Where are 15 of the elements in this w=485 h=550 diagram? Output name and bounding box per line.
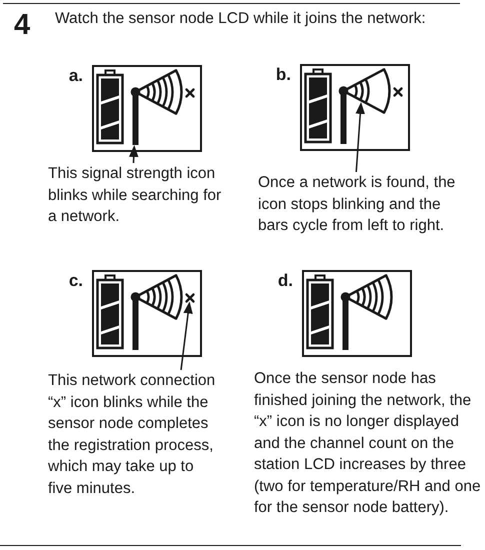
- caption-text: Once the sensor node has finished joining the network, the “x” icon is no longer displayed and the channel count on the station LCD increases by three (two for temperature/RH and one for the sensor node battery).: [254, 369, 482, 518]
- cross-icon: [185, 293, 195, 303]
- panel-letter: c.: [68, 271, 83, 291]
- leader-arrow: [129, 145, 138, 164]
- signal-bars-icon: [354, 78, 370, 104]
- callout-text: This signal strength icon blinks while searching for a network.: [48, 163, 228, 228]
- panel-letter: b.: [276, 65, 291, 85]
- panel-letter: a.: [68, 66, 83, 86]
- leader-arrow: [355, 102, 365, 172]
- panel-letter: d.: [278, 271, 293, 291]
- step-number: 4: [14, 9, 30, 41]
- callout-text: This network connection “x” icon blinks while the sensor node completes the registration process, which may take up to five minutes.: [48, 370, 219, 499]
- callout-text: Once a network is found, the icon stops blinking and the bars cycle from left to right.: [258, 172, 466, 236]
- leader-arrow: [180, 302, 193, 370]
- step-heading: Watch the sensor node LCD while it joins the network:: [55, 9, 426, 29]
